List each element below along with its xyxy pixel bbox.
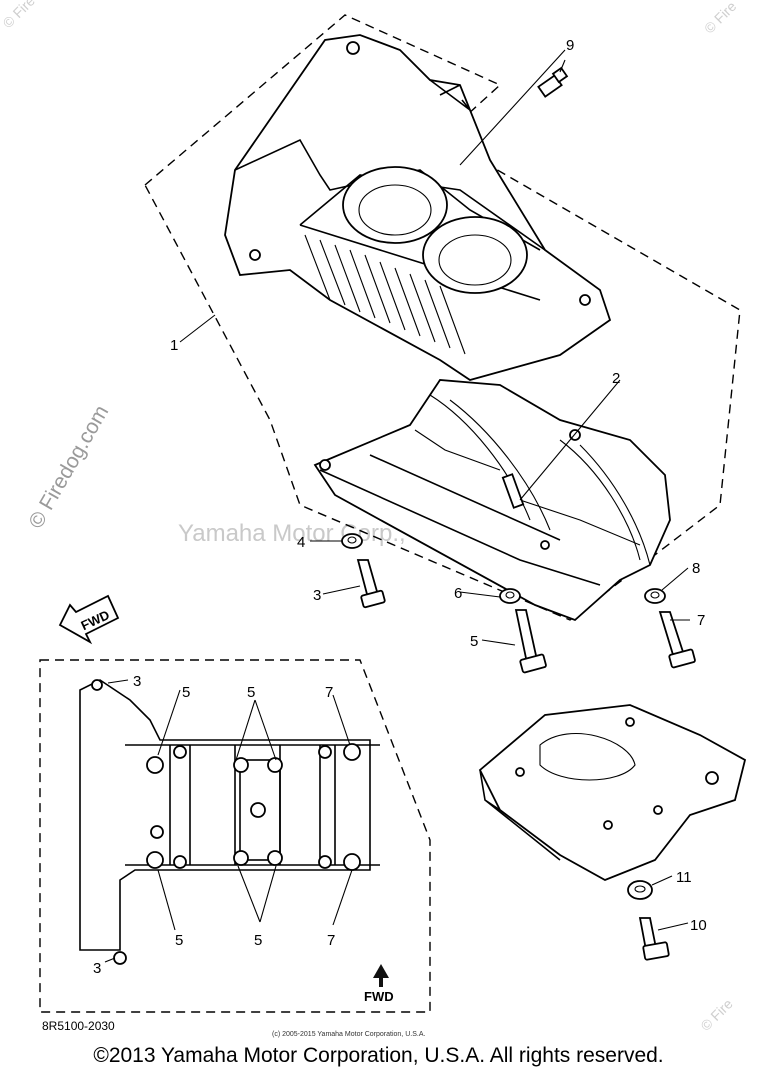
callout-inset-5-left-bottom: 5 — [175, 932, 183, 949]
fwd-label-inset: FWD — [364, 989, 394, 1004]
callout-inset-5-center-bottom: 5 — [254, 932, 262, 949]
copyright-notice: ©2013 Yamaha Motor Corporation, U.S.A. A… — [93, 1044, 664, 1067]
part-8-washer — [644, 588, 666, 604]
callout-9: 9 — [566, 37, 574, 54]
callout-2: 2 — [612, 370, 620, 387]
corner-watermark-right: © Fire — [701, 0, 740, 37]
callout-inset-3-bottom: 3 — [93, 960, 101, 977]
part-4-washer — [341, 533, 363, 549]
callout-inset-5-center-top: 5 — [247, 684, 255, 701]
side-watermark: © Firedog.com — [24, 401, 113, 532]
crankcase-upper — [224, 34, 612, 381]
callout-7: 7 — [697, 612, 705, 629]
part-3-bolt — [356, 559, 386, 609]
callout-labels: 1 2 9 4 3 6 5 8 7 11 10 3 3 5 5 7 5 5 7 — [93, 37, 707, 977]
assembly-outline-dashed — [144, 14, 741, 621]
callout-11: 11 — [676, 869, 692, 886]
corner-watermark-bottom-right: © Fire — [697, 995, 736, 1034]
part-9-fitting — [537, 59, 569, 98]
callout-inset-7-top: 7 — [325, 684, 333, 701]
callout-5: 5 — [470, 633, 478, 650]
fwd-arrow-inset: FWD — [364, 964, 394, 1004]
callout-inset-5-left-top: 5 — [182, 684, 190, 701]
corner-watermark-left: © Fire — [0, 0, 38, 31]
callout-6: 6 — [454, 585, 462, 602]
part-5-bolt — [514, 609, 547, 674]
part-11-nut — [627, 880, 653, 900]
fwd-arrow-top: FWD — [58, 594, 120, 645]
part-7-bolt — [658, 611, 696, 669]
callout-inset-3-top: 3 — [133, 673, 141, 690]
mount-bracket — [478, 704, 747, 881]
inset-frame-dashed — [39, 659, 431, 1013]
callout-3: 3 — [313, 587, 321, 604]
diagram-code: 8R5100-2030 — [42, 1019, 115, 1033]
part-6-washer — [499, 588, 521, 604]
callout-8: 8 — [692, 560, 700, 577]
callout-10: 10 — [690, 917, 707, 934]
leader-lines — [104, 49, 690, 963]
part-10-bolt — [638, 917, 670, 961]
crankcase-lower — [313, 379, 671, 622]
callout-4: 4 — [297, 534, 305, 551]
callout-inset-7-bottom: 7 — [327, 932, 335, 949]
small-copyright: (c) 2005-2015 Yamaha Motor Corporation, … — [272, 1031, 425, 1038]
crankcase-bottom-view — [79, 679, 380, 965]
callout-1: 1 — [170, 337, 178, 354]
